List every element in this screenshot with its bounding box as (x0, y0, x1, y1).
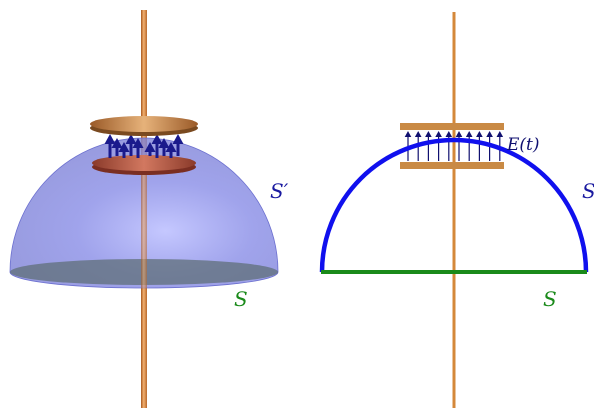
right-field-arrow-head (435, 131, 442, 137)
right-field-arrow-head (425, 131, 432, 137)
left-3d-view: S′ S (9, 10, 289, 408)
left-field-arrow-head (132, 138, 144, 148)
right-field-arrow-head (496, 131, 504, 137)
right-field-arrow-head (404, 131, 412, 137)
left-field-arrows (104, 134, 184, 158)
left-field-arrow-head (151, 134, 163, 144)
left-field-arrow-head (165, 142, 177, 152)
right-semicircle-surface (319, 137, 589, 273)
right-field-arrow-head (414, 131, 422, 137)
right-label-s-prime: S′ (582, 179, 594, 203)
right-field-arrow-head (465, 131, 473, 137)
left-field-arrow-head (144, 142, 156, 152)
left-bottom-plate (92, 155, 196, 175)
left-field-arrow-head (104, 134, 116, 144)
left-field-arrow-head (118, 142, 130, 152)
right-2d-view: E(t) S′ S (319, 12, 594, 408)
right-field-arrow-head (445, 131, 453, 137)
left-top-plate (90, 116, 198, 136)
left-field-arrow-head (111, 138, 123, 148)
right-label-s: S (543, 287, 557, 311)
right-top-plate (400, 123, 504, 130)
right-field-arrow-head (455, 131, 463, 137)
left-field-arrow-head (172, 134, 184, 144)
right-label-e-field: E(t) (506, 135, 540, 155)
left-field-arrow-head (158, 138, 170, 148)
right-field-arrow-head (476, 131, 483, 137)
left-field-arrow-head (125, 134, 137, 144)
left-label-s-prime: S′ (270, 179, 289, 203)
right-field-arrow-head (486, 131, 493, 137)
left-label-s: S (234, 287, 248, 311)
right-bottom-plate (400, 162, 504, 169)
left-wire-front (141, 172, 147, 408)
